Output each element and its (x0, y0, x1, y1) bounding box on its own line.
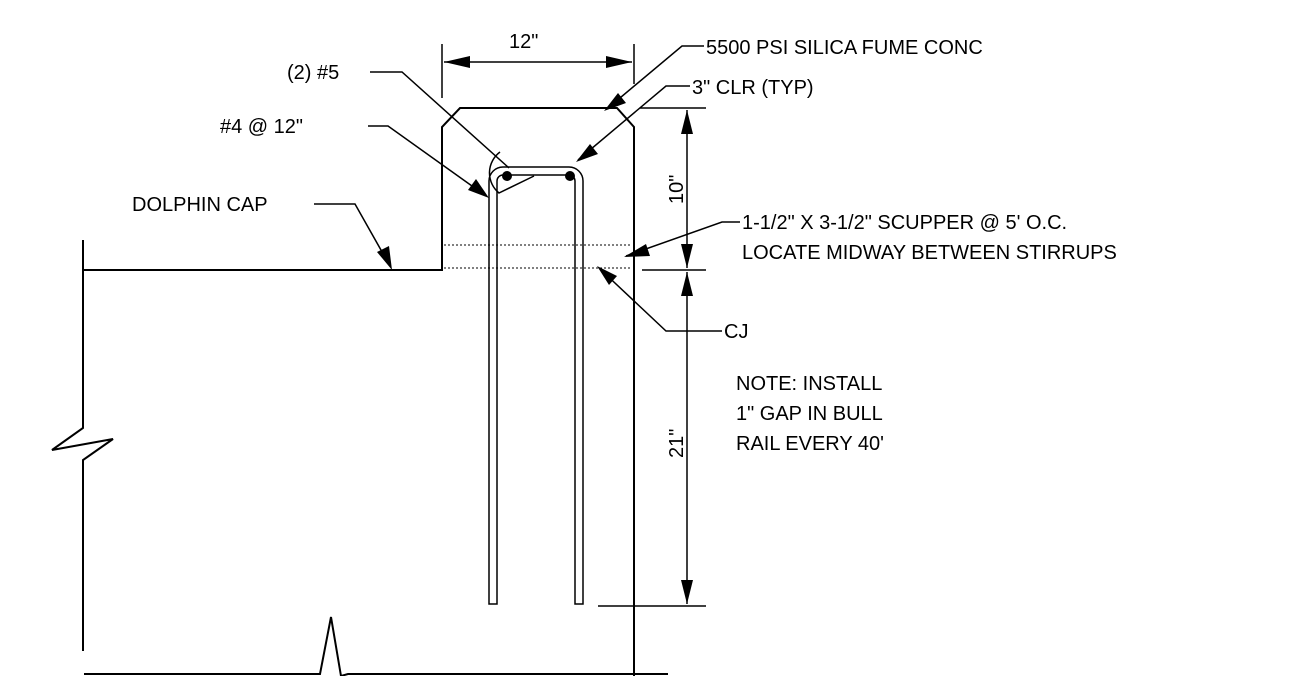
rebar-dot-right (565, 171, 575, 181)
dolphin-cap-outline (51, 240, 668, 676)
cj-leader (597, 266, 722, 332)
top-bars-note: (2) #5 (287, 62, 339, 84)
stirrup-bar (488, 166, 584, 605)
concrete-leader (604, 45, 704, 111)
stirrup-note: #4 @ 12" (220, 116, 303, 138)
upper-dim-label: 10" (666, 175, 688, 204)
stirrup-hook (488, 151, 535, 194)
width-dimension (441, 44, 635, 98)
dolphin-cap-leader (314, 203, 392, 270)
note-line-1: NOTE: INSTALL (736, 373, 882, 395)
height-dimension (598, 107, 706, 607)
clear-cover-note: 3" CLR (TYP) (692, 77, 814, 99)
note-line-2: 1" GAP IN BULL (736, 403, 883, 425)
width-dim-label: 12" (509, 31, 538, 53)
clear-cover-leader (576, 85, 690, 162)
rebar-dot-left (502, 171, 512, 181)
scupper-leader (624, 221, 740, 257)
scupper-lines (444, 244, 632, 269)
cj-note: CJ (724, 321, 748, 343)
bull-rail-curb (441, 107, 635, 676)
note-line-3: RAIL EVERY 40' (736, 433, 884, 455)
concrete-note: 5500 PSI SILICA FUME CONC (706, 37, 983, 59)
scupper-note-line1: 1-1/2" X 3-1/2" SCUPPER @ 5' O.C. (742, 212, 1067, 234)
scupper-note-line2: LOCATE MIDWAY BETWEEN STIRRUPS (742, 242, 1117, 264)
top-bars-leader (370, 71, 510, 169)
stirrup-leader (368, 125, 489, 198)
dolphin-cap-note: DOLPHIN CAP (132, 194, 268, 216)
lower-dim-label: 21" (666, 429, 688, 458)
